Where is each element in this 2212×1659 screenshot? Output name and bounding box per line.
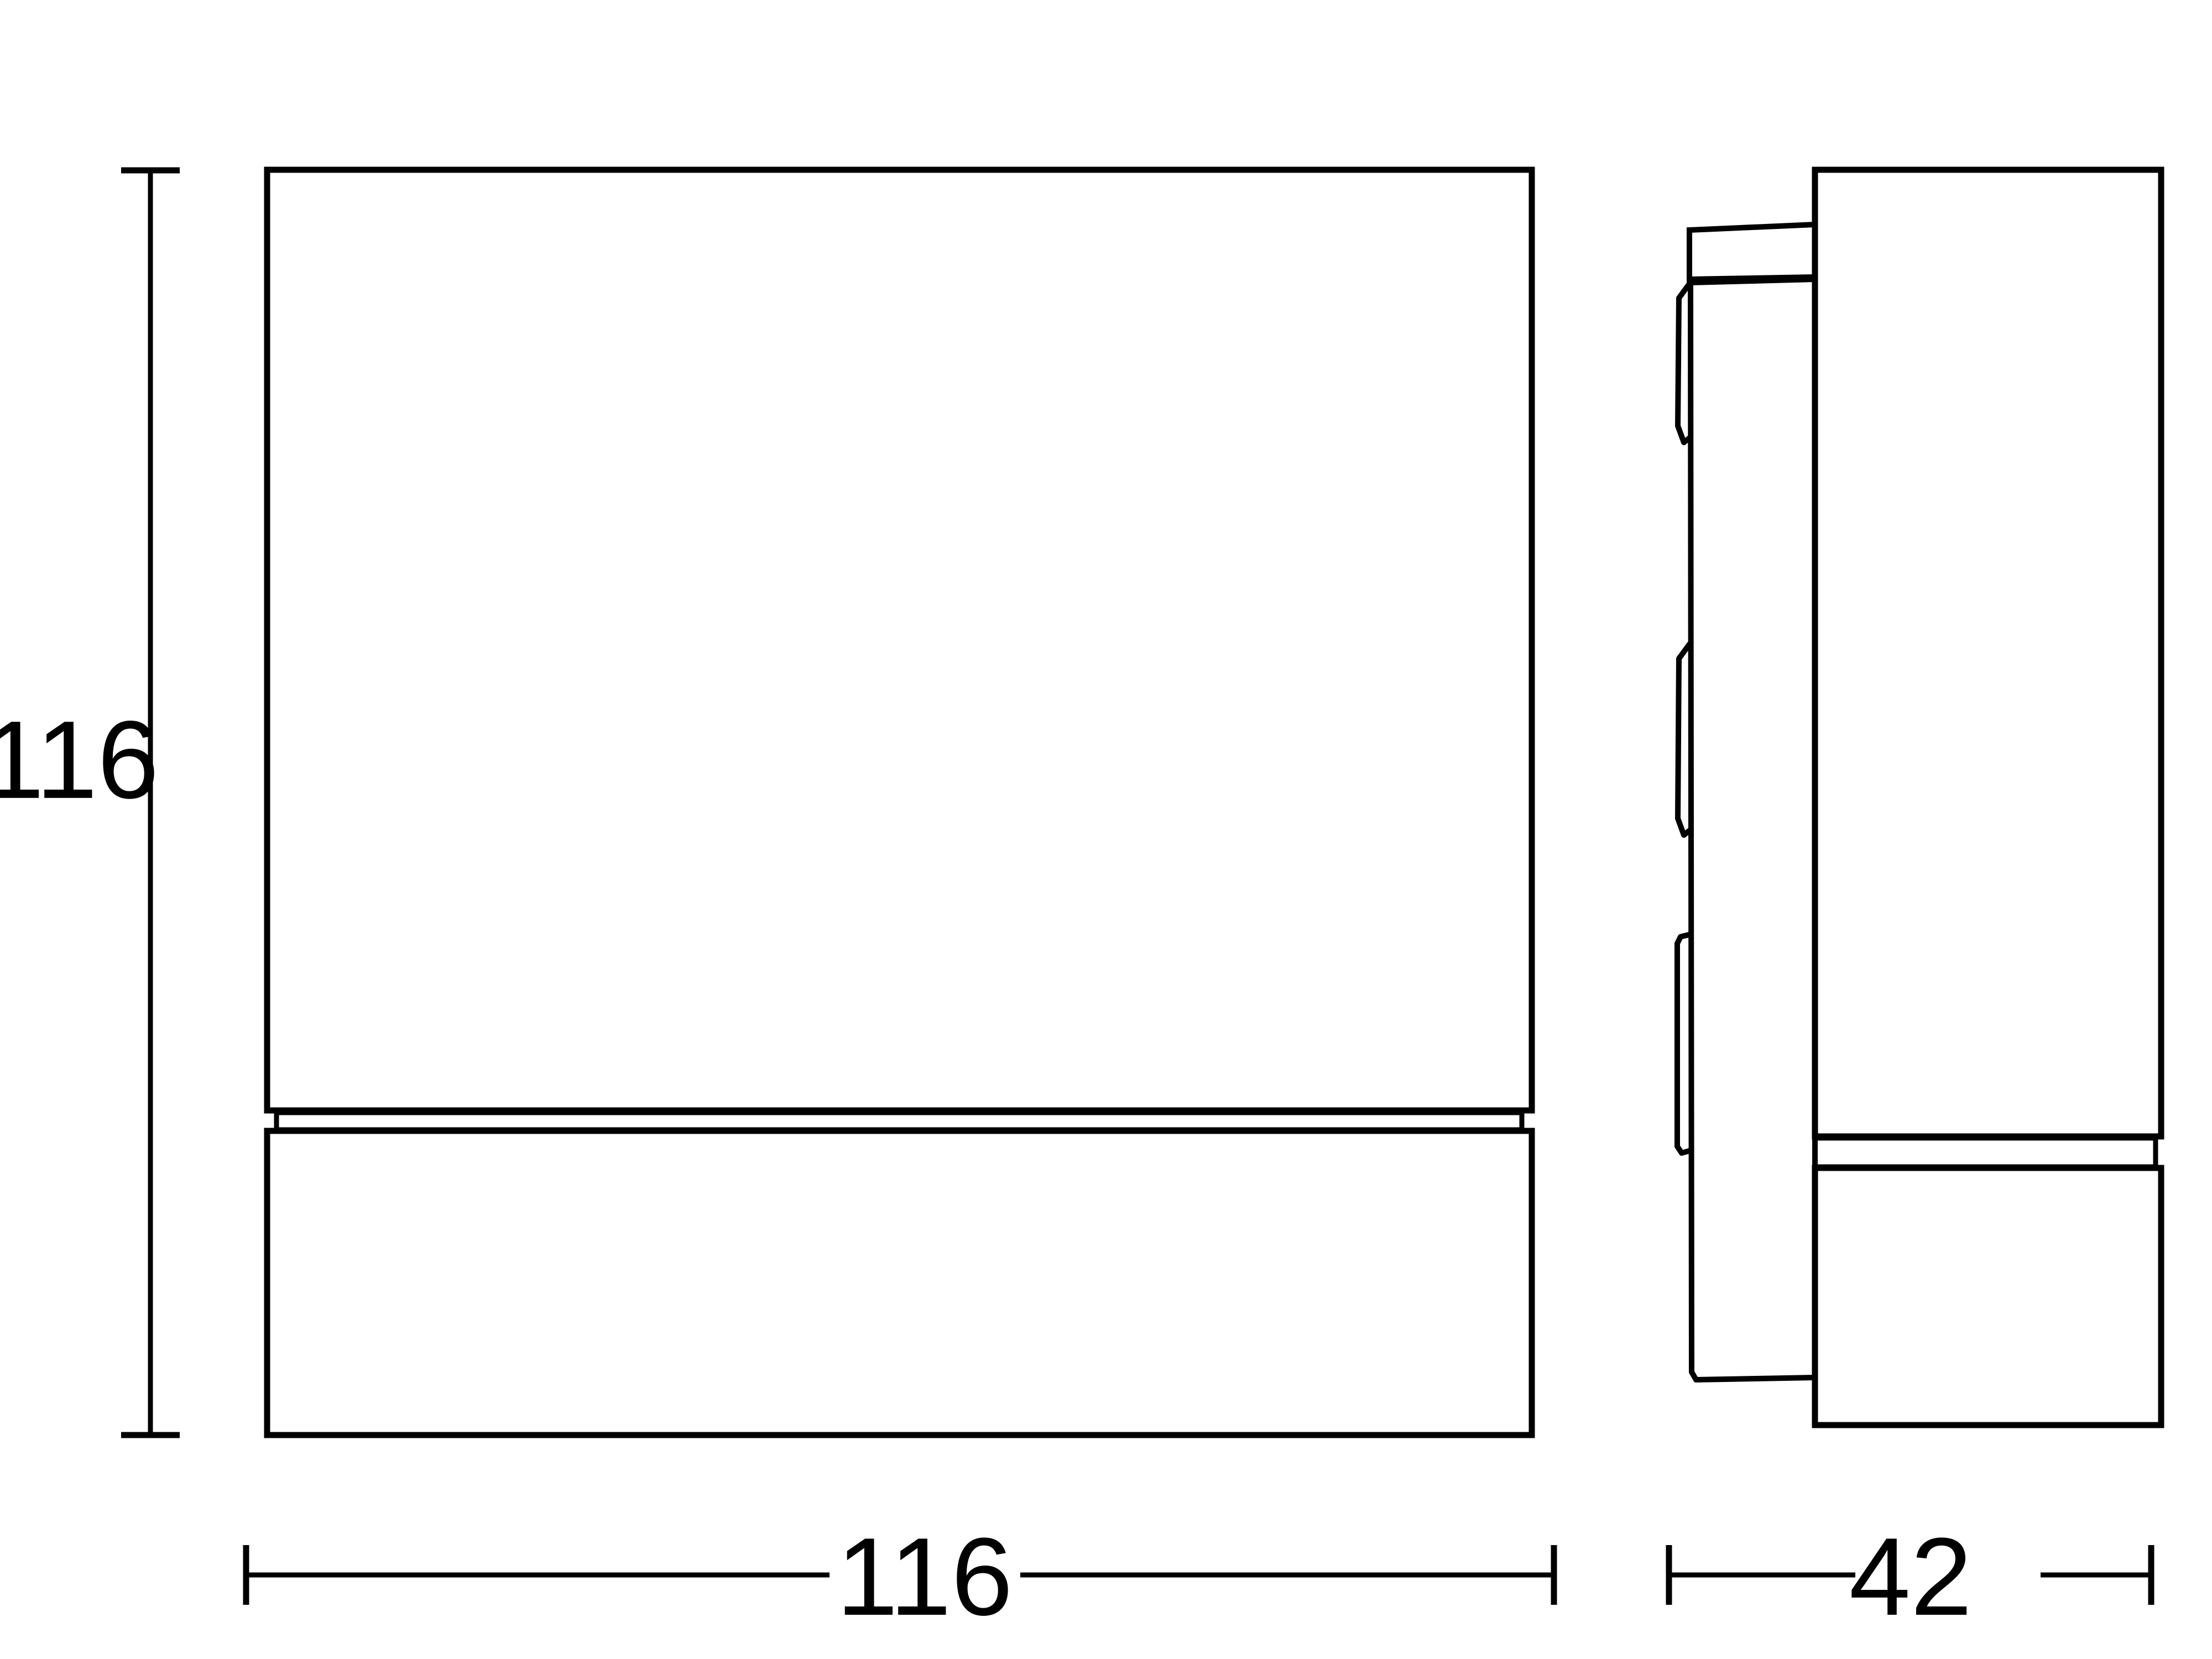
side-bracket-rib-upper xyxy=(1675,281,1692,445)
side-separator-band xyxy=(1812,1135,2158,1170)
side-lower-block xyxy=(1812,1165,2164,1428)
side-main-body xyxy=(1812,166,2164,1140)
side-mounting-bracket-body xyxy=(1688,276,1818,1383)
side-bracket-rib-lower xyxy=(1674,932,1692,1156)
side-view-group xyxy=(1674,166,2164,1428)
height-dimension-label: 116 xyxy=(0,698,159,822)
height-dimension-group: 116 xyxy=(0,167,180,1438)
front-separator-band xyxy=(274,1110,1525,1133)
depth-dimension-label: 42 xyxy=(1849,1515,1972,1639)
width-dimension-group: 116 xyxy=(243,1515,1557,1639)
width-dimension-label: 116 xyxy=(837,1515,1013,1639)
depth-dimension-group: 42 xyxy=(1666,1515,2154,1639)
side-mounting-plate-tab xyxy=(1687,221,1818,283)
front-lower-housing-block xyxy=(264,1128,1535,1438)
front-main-housing-panel xyxy=(264,166,1535,1114)
front-view-group xyxy=(264,166,1535,1438)
side-bracket-rib-middle xyxy=(1675,641,1692,838)
